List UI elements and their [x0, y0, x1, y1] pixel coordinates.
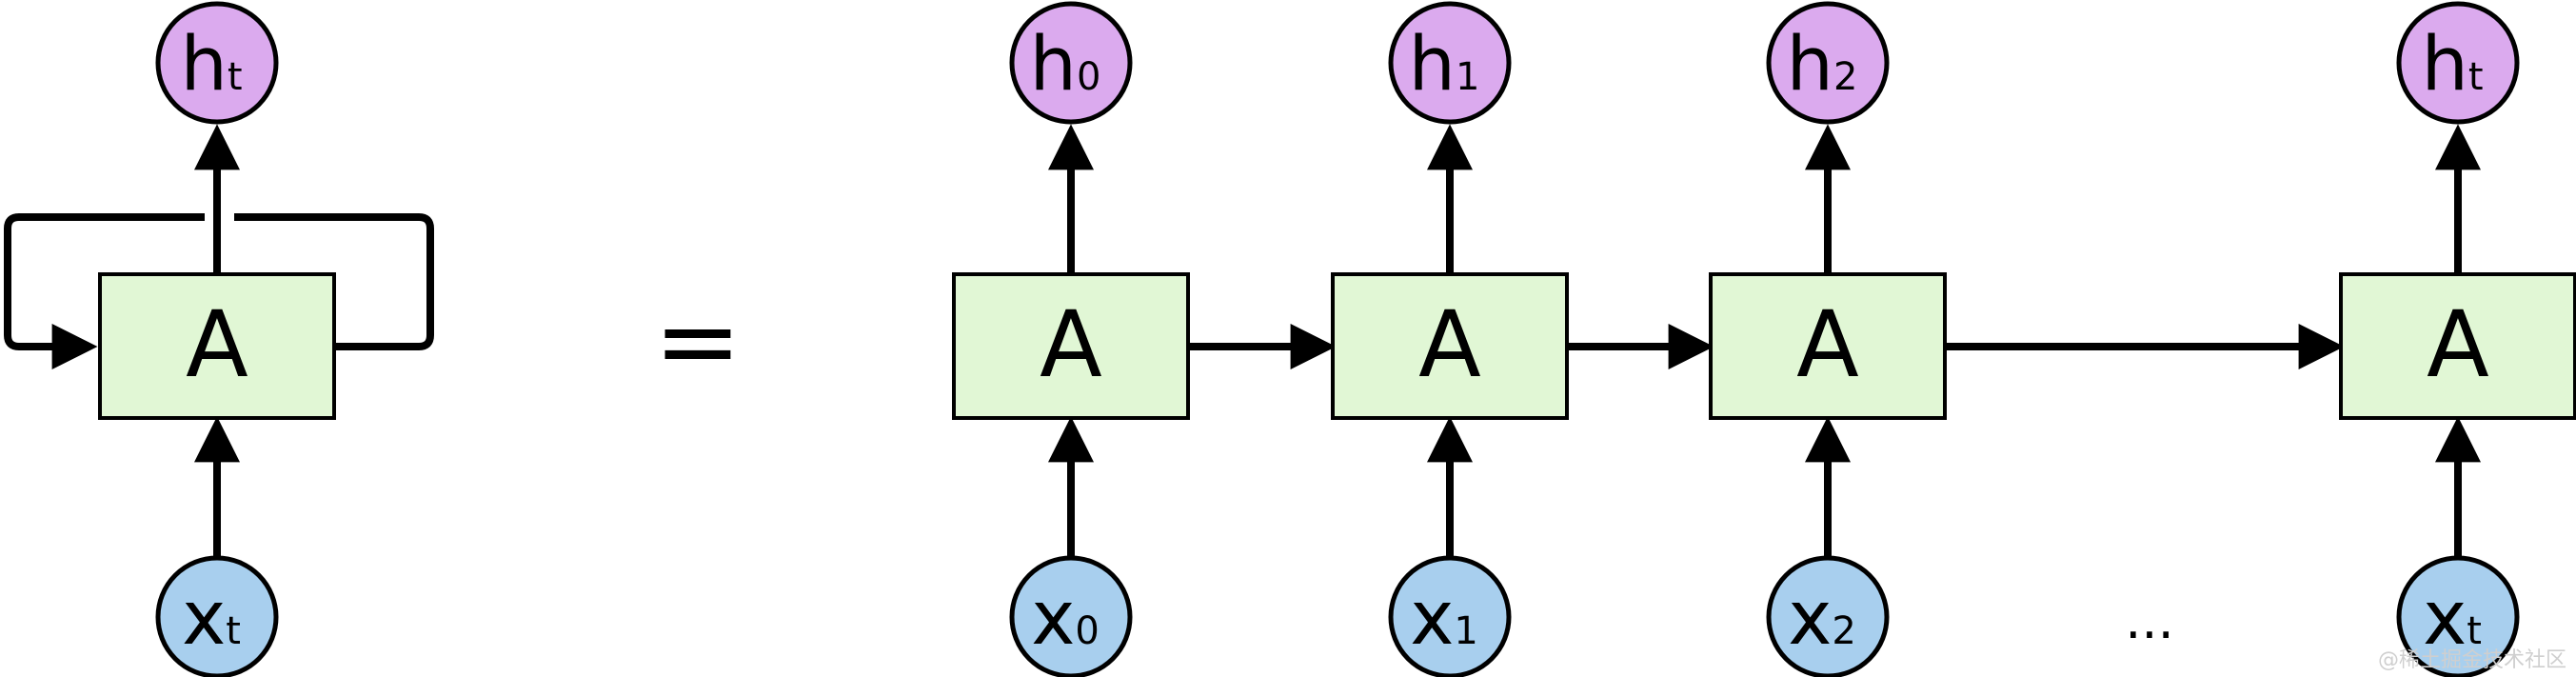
rolled-cell: A ht xt: [4, 1, 434, 677]
hidden-state-subscript-1: 1: [1456, 55, 1479, 99]
input-text-0: x0: [1031, 576, 1100, 662]
input-label: x: [182, 576, 226, 662]
input-subscript-2: 2: [1832, 609, 1855, 653]
rnn-box-label-0: A: [1040, 291, 1102, 398]
input-subscript-3: t: [2467, 609, 2482, 653]
hidden-state-subscript-0: 0: [1077, 55, 1100, 99]
input-node: [155, 555, 279, 677]
input-text-3: xt: [2423, 576, 2482, 662]
svg-text:ht: ht: [180, 22, 242, 108]
hidden-state-label-1: h: [1409, 22, 1456, 108]
hidden-state-node: [155, 1, 279, 125]
hidden-state-label-2: h: [1787, 22, 1833, 108]
rnn-box-label-2: A: [1796, 291, 1859, 398]
rnn-box-label-1: A: [1418, 291, 1481, 398]
hidden-state-subscript-3: t: [2468, 55, 2484, 99]
hidden-state-node-2: [1766, 1, 1890, 125]
rnn-box-1: [1331, 272, 1569, 420]
equals-sign: =: [654, 280, 742, 402]
hidden-state-node-0: [1009, 1, 1133, 125]
hidden-state-label-3: h: [2421, 22, 2467, 108]
svg-text:xt: xt: [182, 576, 241, 662]
hidden-state-text-0: h0: [1030, 22, 1101, 108]
rnn-box-label-3: A: [2427, 291, 2489, 398]
hidden-state-text-2: h2: [1787, 22, 1858, 108]
watermark: @稀土掘金技术社区: [2377, 648, 2566, 672]
rnn-box: [98, 272, 336, 420]
rnn-box-3: [2339, 272, 2576, 420]
rnn-box-0: [952, 272, 1190, 420]
input-text-2: x2: [1788, 576, 1856, 662]
input-label-0: x: [1031, 576, 1075, 662]
input-text-1: x1: [1410, 576, 1478, 662]
hidden-state-subscript: t: [228, 55, 243, 99]
input-label-1: x: [1410, 576, 1454, 662]
input-node-0: [1009, 555, 1133, 677]
hidden-state-text-3: ht: [2421, 22, 2483, 108]
hidden-state-label-0: h: [1030, 22, 1077, 108]
input-label-3: x: [2423, 576, 2467, 662]
input-node-1: [1388, 555, 1512, 677]
rnn-box-2: [1709, 272, 1947, 420]
hidden-state-node-1: [1388, 1, 1512, 125]
ellipsis: ...: [2125, 590, 2174, 650]
input-subscript-1: 1: [1454, 609, 1477, 653]
hidden-state-text-1: h1: [1409, 22, 1480, 108]
hidden-state-label: h: [180, 22, 227, 108]
input-subscript-0: 0: [1075, 609, 1099, 653]
hidden-state-subscript-2: 2: [1833, 55, 1857, 99]
input-label-2: x: [1788, 576, 1832, 662]
rnn-box-label: A: [186, 291, 248, 398]
hidden-state-node-3: [2396, 1, 2520, 125]
recurrent-loop-arrow: [4, 213, 434, 347]
input-node-2: [1766, 555, 1890, 677]
input-node-3: [2396, 555, 2520, 677]
input-subscript: t: [226, 609, 241, 653]
